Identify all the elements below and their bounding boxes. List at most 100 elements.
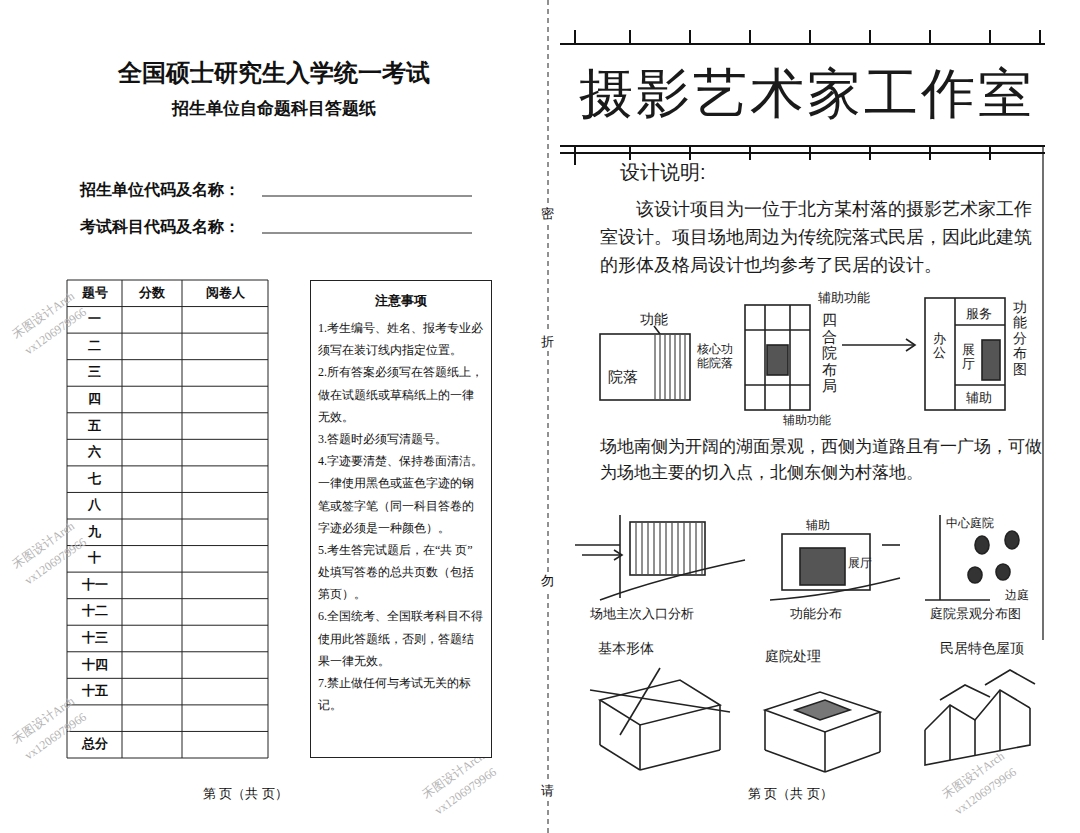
table-rule [67, 280, 268, 281]
sketch-label: 辅助功能 [783, 413, 831, 428]
sketch-label: 辅助 [966, 390, 992, 406]
table-rule [67, 625, 268, 626]
hatch-line [670, 335, 671, 399]
sketch-label: 辅助功能 [818, 290, 870, 306]
sketch-label: 民居特色屋顶 [940, 640, 1024, 658]
label: 招生单位代码及名称： [80, 180, 240, 200]
hatch-line [665, 335, 666, 399]
label: 设计说明: [620, 160, 706, 185]
notice-box: 注意事项1.考生编号、姓名、报考专业必须写在装订线内指定位置。2.所有答案必须写… [310, 280, 492, 758]
table-rule [67, 731, 268, 732]
table-rule [67, 492, 268, 493]
sketch-label: 四合院布局 [822, 312, 837, 395]
hatch-line [648, 523, 649, 574]
sketch-label: 院落 [608, 368, 638, 387]
table-rule [268, 280, 269, 758]
notice-item: 6.全国统考、全国联考科目不得使用此答题纸，否则，答题结果一律无效。 [318, 605, 484, 672]
sketch-label: 服务 [966, 306, 992, 322]
notice-item: 1.考生编号、姓名、报考专业必须写在装订线内指定位置。 [318, 317, 484, 361]
sketch-label: 功能 [640, 311, 668, 329]
label: 招生单位自命题科目答题纸 [0, 98, 548, 119]
fill-line [262, 196, 472, 197]
hatch-line [655, 335, 656, 399]
hatch-line [696, 523, 697, 574]
table-cell: 五 [67, 418, 122, 434]
sketch-label: 庭院处理 [765, 648, 821, 666]
table-cell: 总分 [67, 736, 122, 752]
sketch-label: 庭院景观分布图 [930, 606, 1021, 622]
table-cell: 七 [67, 471, 122, 487]
sketch-label: 基本形体 [598, 640, 654, 658]
table-rule [67, 306, 268, 307]
hatch-line [685, 335, 686, 399]
design-note: 场地南侧为开阔的湖面景观，西侧为道路且有一广场，可做为场地主要的切入点，北侧东侧… [600, 434, 1045, 485]
page-footer: 第 页（共 页） [203, 786, 288, 802]
notice-heading: 注意事项 [318, 289, 484, 313]
table-rule [67, 572, 268, 573]
hatch-line [675, 335, 676, 399]
sketch-label: 展厅 [848, 556, 872, 571]
table-cell: 四 [67, 391, 122, 407]
hatch-line [666, 523, 667, 574]
hatch-line [678, 523, 679, 574]
table-rule [67, 519, 268, 520]
table-rule [67, 678, 268, 679]
sketch-label: 场地主次入口分析 [590, 606, 694, 622]
table-cell: 阅卷人 [182, 285, 268, 301]
title-grid [560, 30, 1045, 640]
table-rule [182, 280, 183, 758]
hatch-line [654, 523, 655, 574]
table-cell: 十二 [67, 603, 122, 619]
hatch-line [690, 523, 691, 574]
table-rule [67, 545, 268, 546]
hatch-line [672, 523, 673, 574]
sketch-label: 中心庭院 [946, 516, 994, 531]
binding-line [548, 0, 549, 833]
hatch-line [680, 335, 681, 399]
binding-mark: 折 [541, 333, 554, 351]
label: 考试科目代码及名称： [80, 217, 240, 237]
table-cell: 二 [67, 338, 122, 354]
hatch-line [642, 523, 643, 574]
notice-item: 4.字迹要清楚、保持卷面清洁。一律使用黑色或蓝色字迹的钢笔或签字笔（同一科目答卷… [318, 450, 484, 539]
table-rule [67, 412, 268, 413]
table-rule [122, 280, 123, 758]
design-note: 该设计项目为一位于北方某村落的摄影艺术家工作室设计。项目场地周边为传统院落式民居… [600, 196, 1035, 280]
table-cell: 十三 [67, 630, 122, 646]
hatch-line [636, 523, 637, 574]
table-rule [67, 333, 268, 334]
table-cell: 六 [67, 444, 122, 460]
page-footer: 第 页（共 页） [748, 786, 833, 802]
table-rule [67, 651, 268, 652]
sketch-label: 办公 [933, 332, 946, 361]
sketch-label: 辅助 [806, 518, 830, 533]
binding-mark: 请 [541, 782, 554, 800]
binding-mark: 密 [541, 205, 554, 223]
table-rule [67, 359, 268, 360]
sketch-label: 功能分布 [790, 606, 842, 622]
project-title: 摄影艺术家工作室 [572, 60, 1042, 128]
table-cell: 十五 [67, 683, 122, 699]
hatch-line [660, 335, 661, 399]
hatch-line [702, 523, 703, 574]
sheet-title: 全国硕士研究生入学统一考试 [0, 58, 548, 88]
table-cell: 分数 [122, 285, 182, 301]
table-cell: 八 [67, 497, 122, 513]
notice-item: 5.考生答完试题后，在“共 页”处填写答卷的总共页数（包括第页）。 [318, 539, 484, 606]
sketch-label: 展厅 [962, 343, 975, 372]
table-rule [67, 704, 268, 705]
sketch-label: 核心功能院落 [697, 342, 735, 371]
table-rule [67, 465, 268, 466]
hatch-line [660, 523, 661, 574]
table-rule [67, 598, 268, 599]
table-cell: 十一 [67, 577, 122, 593]
table-rule [67, 439, 268, 440]
sketches [575, 298, 1035, 772]
table-cell: 三 [67, 364, 122, 380]
notice-item: 7.禁止做任何与考试无关的标记。 [318, 672, 484, 716]
sketch-label: 功能分布图 [1013, 300, 1027, 377]
table-rule [67, 758, 268, 759]
sketch-label: 边庭 [1005, 588, 1029, 603]
